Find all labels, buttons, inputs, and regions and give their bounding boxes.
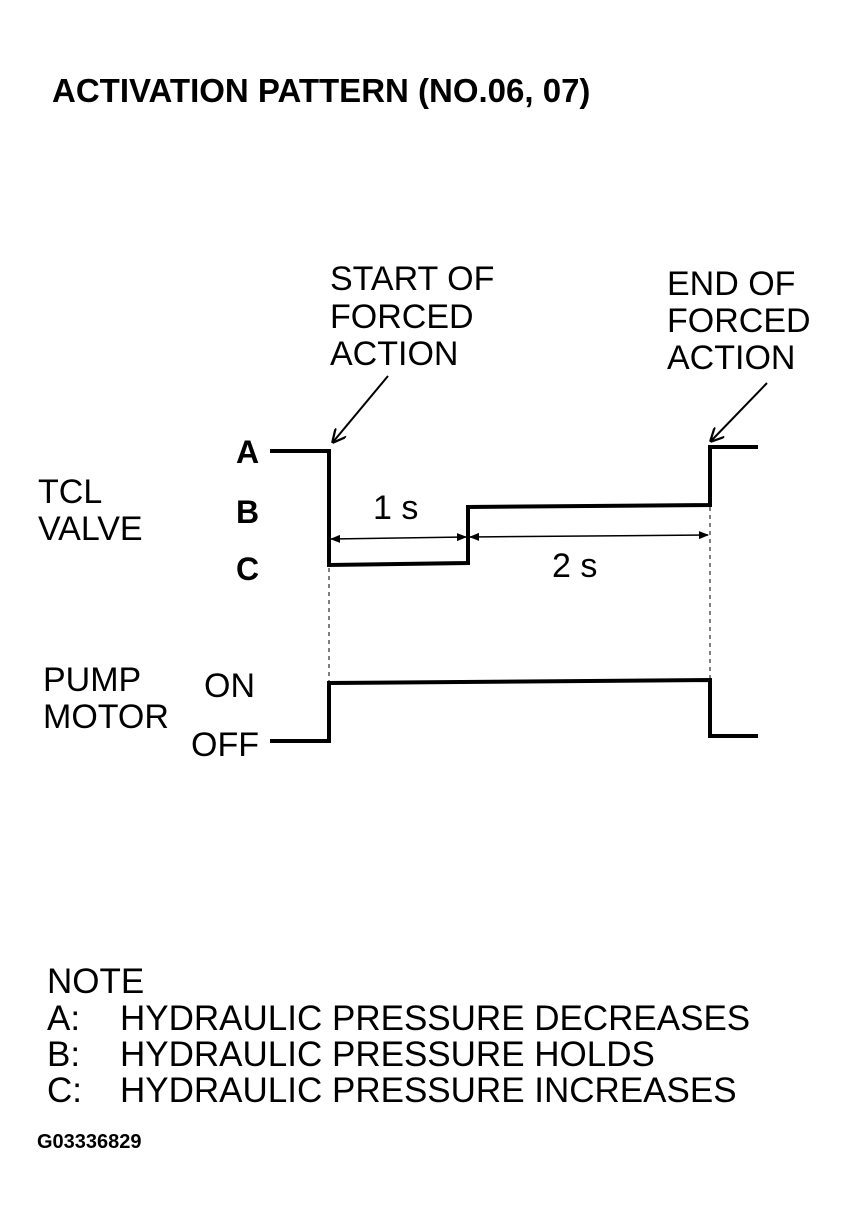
tcl-valve-waveform: [270, 445, 758, 568]
note-section: NOTE A: HYDRAULIC PRESSURE DECREASES B: …: [47, 962, 750, 1110]
end-callout-line-2: FORCED: [667, 302, 811, 340]
note-text-b: HYDRAULIC PRESSURE HOLDS: [120, 1035, 655, 1074]
note-key-b: B:: [47, 1035, 80, 1074]
level-label-on: ON: [204, 667, 255, 705]
start-callout-line-2: FORCED: [330, 298, 474, 336]
duration-2s-dimension: [469, 531, 709, 541]
page-title: ACTIVATION PATTERN (NO.06, 07): [52, 72, 590, 109]
end-of-forced-action-callout: END OF FORCED ACTION: [667, 265, 811, 441]
pump-motor-label-line-2: MOTOR: [43, 698, 169, 736]
tcl-valve-label-line-1: TCL: [38, 473, 102, 511]
level-label-a: A: [236, 434, 259, 470]
level-label-off: OFF: [191, 726, 259, 764]
pump-motor-waveform: [270, 677, 758, 743]
start-of-forced-action-callout: START OF FORCED ACTION: [330, 260, 494, 442]
note-key-a: A:: [47, 999, 80, 1038]
start-callout-line-1: START OF: [330, 260, 494, 298]
end-callout-line-3: ACTION: [667, 339, 795, 377]
note-text-c: HYDRAULIC PRESSURE INCREASES: [120, 1071, 737, 1110]
figure-code: G03336829: [37, 1131, 142, 1153]
level-label-b: B: [236, 494, 259, 530]
start-callout-arrow: [333, 375, 389, 442]
end-callout-arrow: [711, 382, 768, 441]
pump-motor-label-line-1: PUMP: [43, 661, 141, 699]
level-label-c: C: [236, 551, 259, 587]
note-text-a: HYDRAULIC PRESSURE DECREASES: [120, 999, 750, 1038]
note-key-c: C:: [47, 1071, 82, 1110]
end-callout-line-1: END OF: [667, 265, 795, 303]
note-heading: NOTE: [47, 962, 144, 1001]
start-callout-line-3: ACTION: [330, 335, 458, 373]
tcl-valve-label-line-2: VALVE: [38, 510, 143, 548]
duration-2s-label: 2 s: [552, 547, 597, 585]
duration-1s-label: 1 s: [373, 489, 418, 527]
duration-1s-dimension: [330, 533, 467, 543]
